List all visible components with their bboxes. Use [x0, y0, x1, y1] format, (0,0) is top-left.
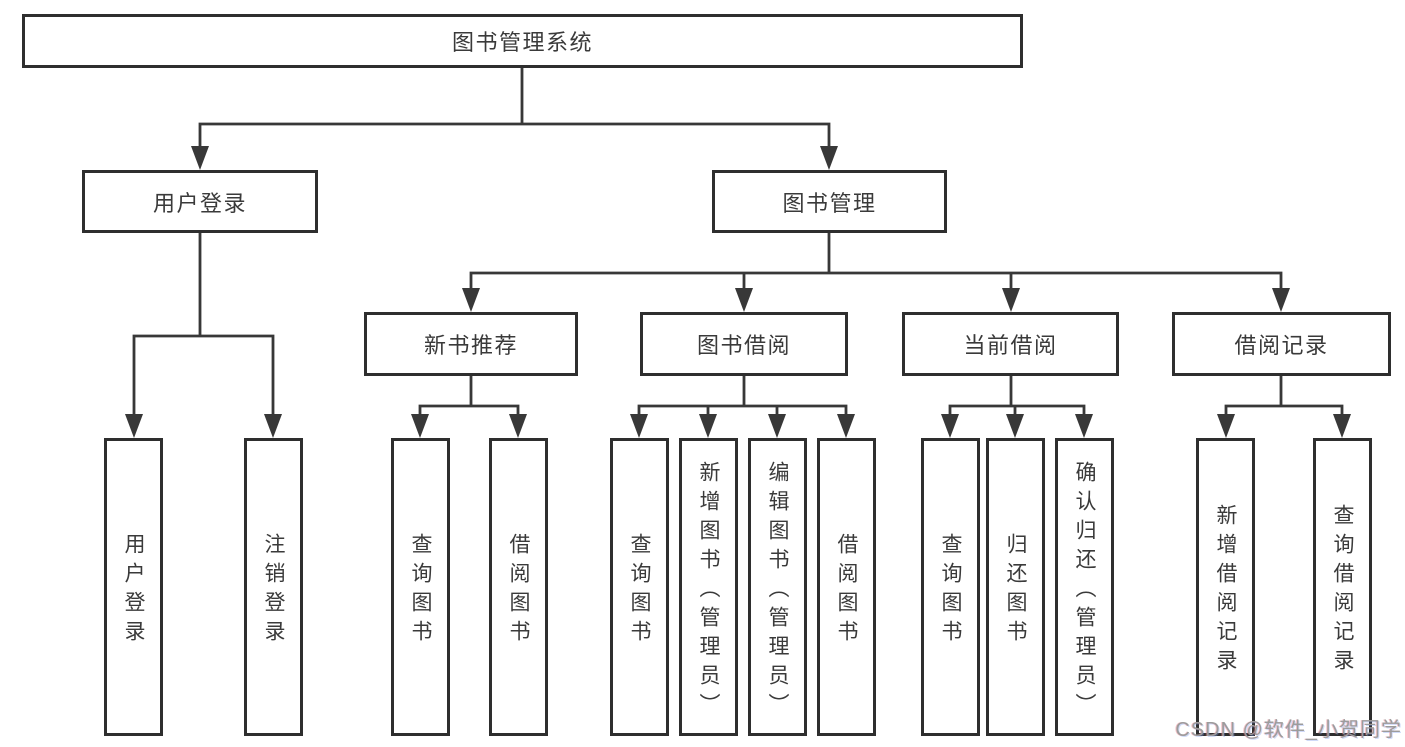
node-book-borrowing: 图书借阅 [640, 312, 848, 376]
connector-root [198, 66, 831, 152]
connector-book-management [469, 231, 1283, 294]
watermark: CSDN @软件_小贺同学 [1175, 719, 1402, 741]
leaf-user-login: 用户登录 [104, 438, 163, 736]
leaf-query-books-3: 查询图书 [921, 438, 980, 736]
leaf-logout: 注销登录 [244, 438, 303, 736]
node-current-borrowing: 当前借阅 [902, 312, 1119, 376]
leaf-add-borrow-record: 新增借阅记录 [1196, 438, 1255, 736]
node-book-management: 图书管理 [712, 170, 947, 233]
leaf-query-books-2: 查询图书 [610, 438, 669, 736]
connector-book-borrowing [637, 374, 848, 420]
leaf-borrow-books-2: 借阅图书 [817, 438, 876, 736]
leaf-borrow-books-1: 借阅图书 [489, 438, 548, 736]
leaf-query-books-1: 查询图书 [391, 438, 450, 736]
node-new-book-recommend: 新书推荐 [364, 312, 578, 376]
connector-borrowing-records [1224, 374, 1344, 420]
leaf-add-book-admin: 新增图书（管理员） [679, 438, 738, 736]
connector-current-borrowing [948, 374, 1086, 420]
connector-new-book-recommend [418, 374, 520, 420]
node-library-management-system: 图书管理系统 [22, 14, 1023, 68]
leaf-confirm-return-admin: 确认归还（管理员） [1055, 438, 1114, 736]
arrowheads [125, 146, 1351, 438]
node-borrowing-records: 借阅记录 [1172, 312, 1391, 376]
connector-user-login [132, 231, 275, 420]
leaf-return-book: 归还图书 [986, 438, 1045, 736]
leaf-edit-book-admin: 编辑图书（管理员） [748, 438, 807, 736]
leaf-query-borrow-record: 查询借阅记录 [1313, 438, 1372, 736]
node-user-login: 用户登录 [82, 170, 318, 233]
